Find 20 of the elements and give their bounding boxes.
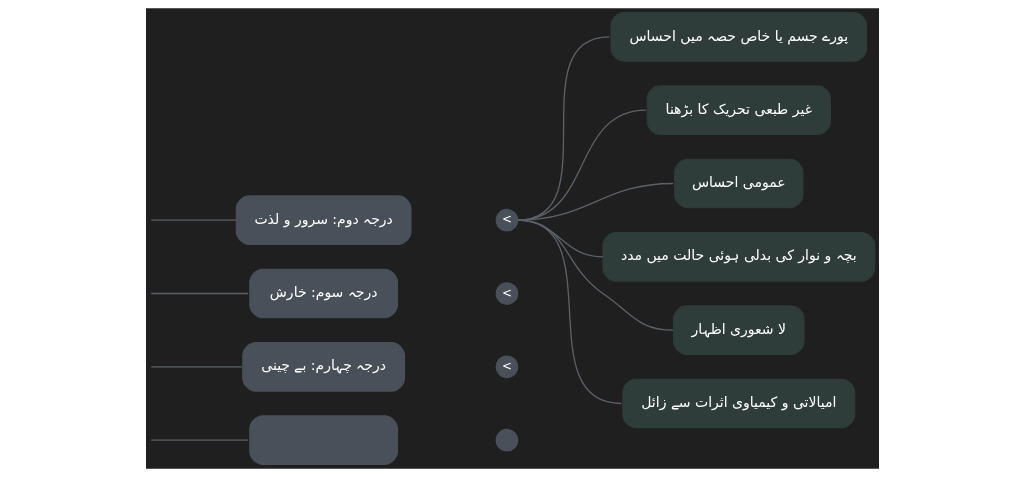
node-box: درجہ سوم: خارش [248, 268, 398, 319]
node-box: امیالاتی و کیمیاوی اثرات سے زائل [621, 378, 855, 429]
connector [150, 292, 249, 295]
node-box: درجہ چہارم: بے چینی [241, 342, 405, 392]
node-box [248, 415, 398, 465]
node-box: عمومی احساس [673, 158, 803, 209]
connector [150, 366, 242, 368]
node-circle: < [495, 208, 518, 232]
connector [516, 219, 622, 405]
node-box: بچہ و نوار کی بدلی ہوئی حالت میں مدد [601, 232, 875, 282]
connector [150, 219, 237, 221]
connector [150, 439, 249, 441]
node-circle: < [495, 282, 518, 305]
node-box: غیر طبعی تحریک کا بڑھنا [646, 85, 831, 135]
node-box: درجہ دوم: سرور و لذت [235, 195, 412, 245]
node-box: لا شعوری اظہار [672, 305, 805, 355]
node-circle: < [495, 355, 518, 379]
connector [516, 182, 674, 221]
node-box: پورے جسم یا خاص حصہ میں احساس [610, 12, 867, 62]
node-circle [495, 428, 518, 452]
